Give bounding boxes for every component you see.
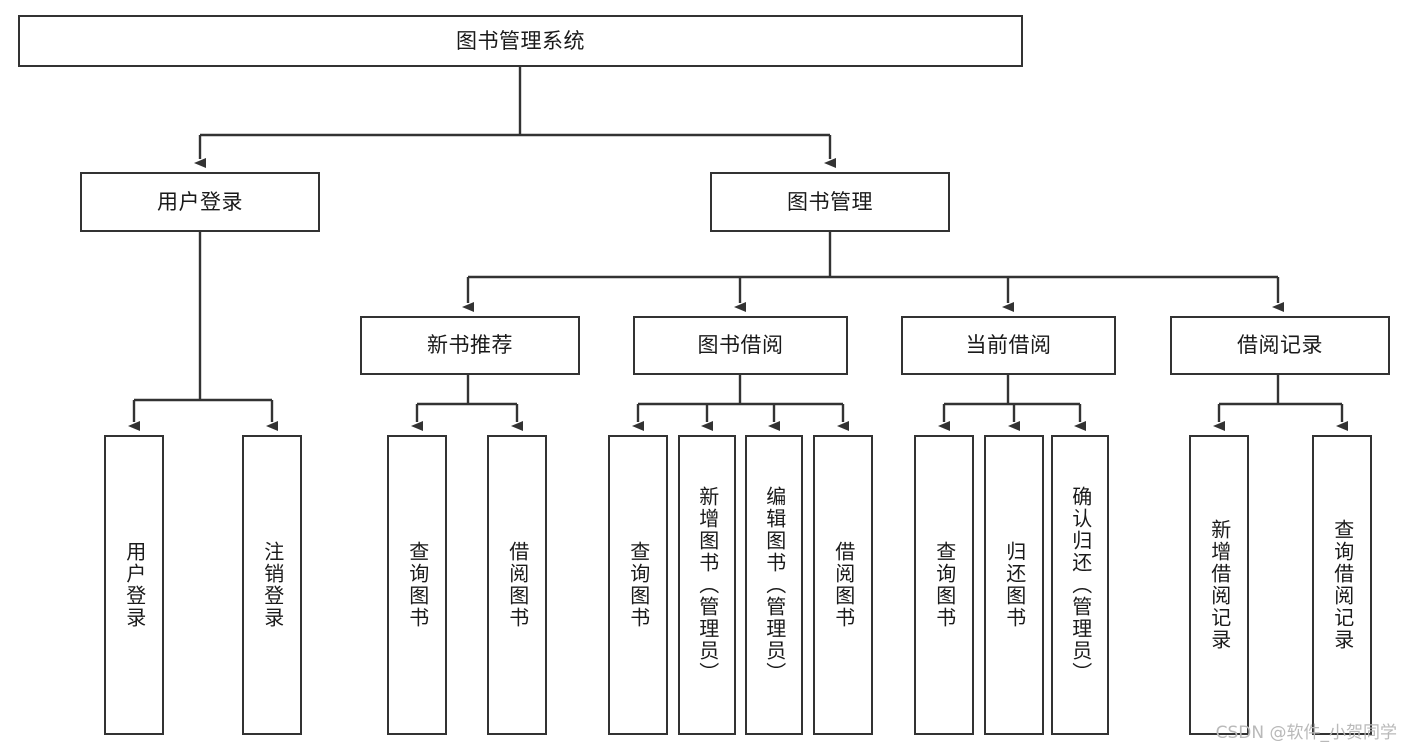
node-l-new-book-2[interactable]: 借阅图书 (487, 435, 547, 735)
node-l-borrow-record-1[interactable]: 新增借阅记录 (1189, 435, 1249, 735)
watermark: CSDN @软件_小贺同学 (1215, 723, 1397, 743)
node-l-current-borrow-3[interactable]: 确认归还（管理员） (1051, 435, 1109, 735)
node-label: 用户登录 (157, 189, 243, 214)
node-l-user-login-1[interactable]: 用户登录 (104, 435, 164, 735)
node-label: 查询图书 (932, 541, 957, 629)
node-label: 编辑图书（管理员） (762, 486, 787, 684)
node-n-new-book[interactable]: 新书推荐 (360, 316, 580, 375)
node-n-borrow-record[interactable]: 借阅记录 (1170, 316, 1390, 375)
node-label: 查询借阅记录 (1330, 519, 1355, 651)
node-n-user-login[interactable]: 用户登录 (80, 172, 320, 232)
node-label: 用户登录 (122, 541, 147, 629)
node-l-current-borrow-1[interactable]: 查询图书 (914, 435, 974, 735)
node-label: 归还图书 (1002, 541, 1027, 629)
node-label: 借阅记录 (1237, 333, 1323, 358)
node-label: 图书管理系统 (456, 28, 585, 53)
node-label: 新书推荐 (427, 333, 513, 358)
node-n-book-borrow[interactable]: 图书借阅 (633, 316, 848, 375)
node-label: 注销登录 (260, 541, 285, 629)
node-label: 新增图书（管理员） (695, 486, 720, 684)
node-l-new-book-1[interactable]: 查询图书 (387, 435, 447, 735)
node-label: 借阅图书 (505, 541, 530, 629)
node-label: 新增借阅记录 (1207, 519, 1232, 651)
node-l-book-borrow-1[interactable]: 查询图书 (608, 435, 668, 735)
node-label: 借阅图书 (831, 541, 856, 629)
node-label: 图书借阅 (697, 333, 784, 358)
node-l-book-borrow-3[interactable]: 编辑图书（管理员） (745, 435, 803, 735)
node-l-current-borrow-2[interactable]: 归还图书 (984, 435, 1044, 735)
node-label: 查询图书 (626, 541, 651, 629)
node-root[interactable]: 图书管理系统 (18, 15, 1023, 67)
node-n-book-manage[interactable]: 图书管理 (710, 172, 950, 232)
node-label: 查询图书 (405, 541, 430, 629)
node-n-current-borrow[interactable]: 当前借阅 (901, 316, 1116, 375)
node-l-book-borrow-2[interactable]: 新增图书（管理员） (678, 435, 736, 735)
node-label: 图书管理 (787, 189, 873, 214)
node-label: 确认归还（管理员） (1068, 486, 1093, 684)
node-label: 当前借阅 (965, 333, 1052, 358)
node-l-book-borrow-4[interactable]: 借阅图书 (813, 435, 873, 735)
node-l-user-login-2[interactable]: 注销登录 (242, 435, 302, 735)
node-l-borrow-record-2[interactable]: 查询借阅记录 (1312, 435, 1372, 735)
